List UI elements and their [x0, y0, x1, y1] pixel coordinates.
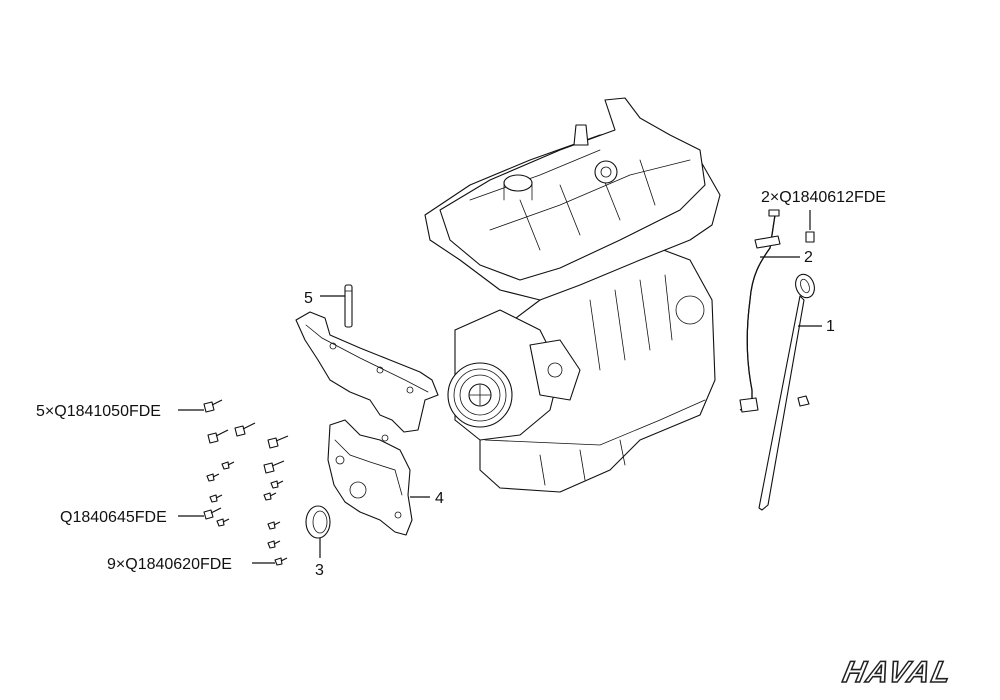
bolt-small	[263, 492, 277, 501]
bolt-small	[267, 521, 281, 530]
bolt-large	[203, 399, 223, 413]
dipstick	[758, 273, 815, 511]
bolt-set	[203, 399, 289, 566]
front-oil-seal	[305, 505, 331, 539]
callout-part-2: 2	[804, 249, 813, 266]
bolt-large	[207, 429, 229, 444]
bolt-large	[234, 422, 256, 437]
bolt-medium	[203, 507, 222, 520]
dipstick-guide-tube	[739, 209, 815, 413]
timing-cover-gasket	[295, 311, 439, 433]
callout-bolt-group-2: Q1840645FDE	[60, 509, 167, 526]
haval-logo: HAVAL	[840, 656, 956, 689]
dowel-pin	[344, 284, 353, 328]
callout-part-4: 4	[435, 490, 444, 507]
timing-cover	[327, 419, 413, 536]
leader-lines	[178, 210, 822, 564]
callout-bolt-group-1: 5×Q1841050FDE	[36, 403, 161, 420]
bolt-small	[216, 518, 230, 527]
bolt-small	[274, 557, 288, 566]
callout-bolt-group-3: 9×Q1840620FDE	[107, 556, 232, 573]
callout-part-1: 1	[826, 318, 835, 335]
bolt-large	[267, 435, 289, 449]
engine-assembly	[424, 97, 721, 493]
callout-bolt-dipstick: 2×Q1840612FDE	[761, 189, 886, 206]
callout-part-5: 5	[304, 290, 313, 307]
bolt-small	[267, 540, 281, 549]
bolt-small	[270, 480, 284, 489]
callout-part-3: 3	[315, 562, 324, 579]
bolt-small	[209, 494, 223, 503]
bolt-small	[206, 473, 220, 482]
bolt-large	[263, 460, 285, 474]
bolt-small	[221, 461, 235, 470]
